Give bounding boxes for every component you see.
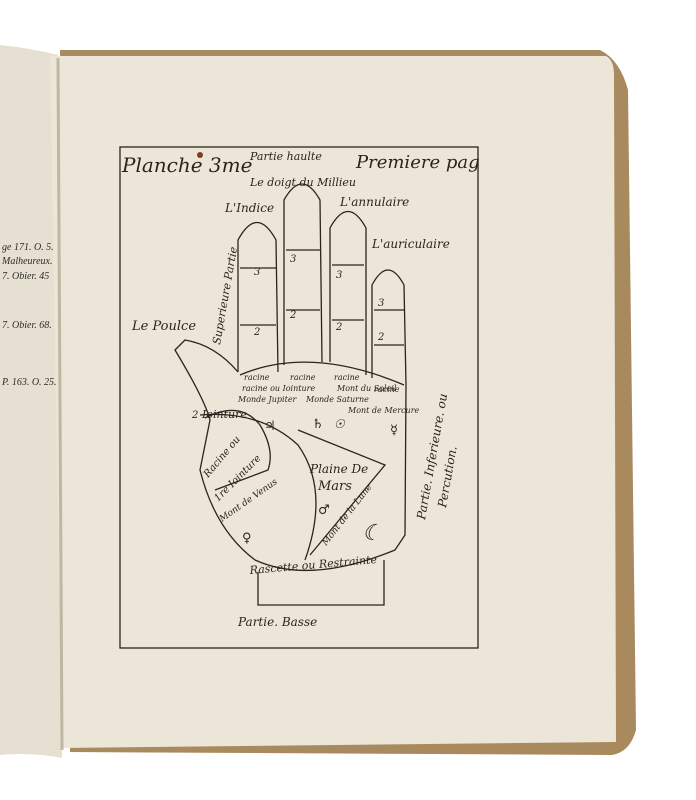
phalanx-number: 3: [378, 298, 384, 309]
phalanx-number: 2: [335, 322, 342, 333]
plate-frame: [119, 146, 479, 649]
label-racine: racine: [334, 373, 360, 382]
label-mont-saturne: Monde Saturne: [305, 395, 369, 404]
label-index-finger: L'Indice: [224, 201, 274, 215]
saturn-symbol-icon: ♄: [312, 417, 324, 432]
phalanx-number: 3: [254, 267, 260, 278]
left-page: [0, 45, 62, 758]
plate-subtitle: Premiere pag: [355, 152, 480, 173]
mars-symbol-icon: ♂: [318, 503, 330, 518]
label-racine: racine: [290, 373, 316, 382]
label-thumb: Le Poulce: [131, 319, 196, 334]
label-mont-soleil: Mont du Soleil: [336, 384, 397, 393]
gutter: [56, 57, 64, 751]
sun-symbol-icon: ☉: [334, 417, 346, 431]
left-page-text: Malheureux.: [1, 256, 52, 267]
label-racine-ou-jointure: racine ou Iointure: [242, 384, 315, 393]
label-jointure: Iointure: [201, 408, 247, 421]
label-plaine-de: Plaine De: [309, 462, 368, 476]
phalanx-number: 2: [289, 310, 296, 321]
right-page: [50, 56, 616, 748]
venus-symbol-icon: ♀: [242, 531, 252, 546]
left-page-text: ge 171. O. 5.: [2, 242, 54, 253]
label-little-finger: L'auriculaire: [371, 237, 450, 251]
label-racine: racine: [374, 385, 400, 394]
label-partie-haute: Partie haulte: [249, 150, 322, 163]
label-racine: racine: [244, 373, 270, 382]
mercury-symbol-icon: ☿: [390, 423, 398, 438]
phalanx-number: 3: [336, 270, 342, 281]
phalanx-number: 2: [191, 410, 198, 421]
label-partie-basse: Partie. Basse: [237, 615, 317, 629]
moon-symbol-icon: ☾: [362, 521, 382, 546]
label-mont-mercure: Mont de Mercure: [347, 406, 420, 415]
phalanx-number: 2: [377, 332, 384, 343]
red-ornament-icon: [197, 152, 203, 158]
jupiter-symbol-icon: ♃: [264, 419, 276, 434]
label-ring-finger: L'annulaire: [339, 195, 409, 209]
label-mont-jupiter: Monde Jupiter: [237, 395, 298, 404]
left-page-text: P. 163. O. 25.: [1, 377, 57, 388]
label-middle-finger: Le doigt du Millieu: [249, 176, 356, 189]
left-page-text: 7. Obier. 45: [2, 271, 49, 282]
left-page-text: 7. Obier. 68.: [2, 320, 52, 331]
plate-title: Planche 3me: [121, 153, 252, 177]
phalanx-number: 3: [290, 254, 296, 265]
phalanx-number: 2: [253, 327, 260, 338]
hand-outline: [174, 183, 407, 606]
label-mars: Mars: [317, 479, 352, 494]
